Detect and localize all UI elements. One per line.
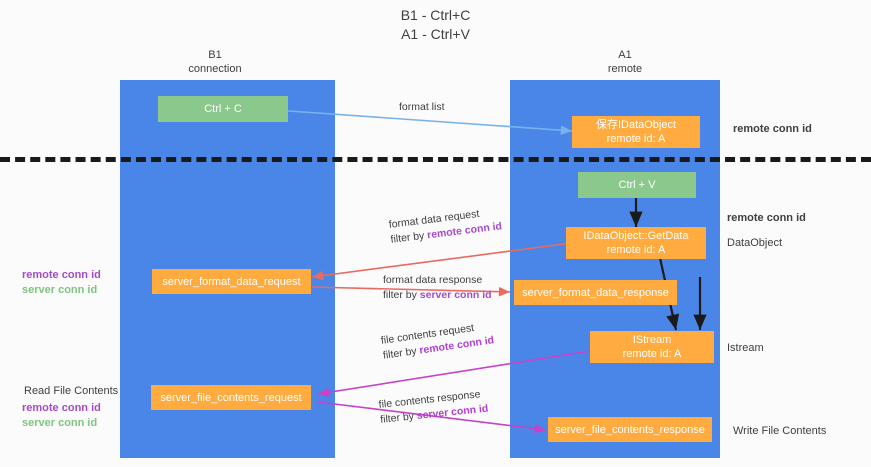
edge-label-format-data-response: format data response filter by server co… bbox=[383, 274, 492, 301]
node-istream-label: IStream bbox=[632, 334, 672, 346]
edge-label-format-data-request: format data request filter by remote con… bbox=[388, 207, 503, 246]
side-label-conn-ids-lower: remote conn id server conn id bbox=[22, 401, 101, 431]
side-label-remote-conn-id-top: remote conn id bbox=[733, 123, 812, 135]
side-label-dataobject: DataObject bbox=[727, 237, 783, 249]
side-label-write-file-contents: Write File Contents bbox=[733, 425, 827, 437]
node-ctrl-v[interactable]: Ctrl + V bbox=[578, 172, 696, 198]
node-save-idataobject-sublabel: remote id: A bbox=[606, 133, 666, 145]
node-server-file-contents-request-label: server_file_contents_request bbox=[160, 391, 302, 404]
node-idataobject-getdata-sublabel: remote id: A bbox=[606, 244, 666, 256]
node-server-format-data-response[interactable]: server_format_data_response bbox=[514, 280, 677, 305]
node-istream[interactable]: IStream remote id: A bbox=[590, 331, 714, 363]
phase-divider bbox=[0, 157, 871, 162]
node-server-format-data-request-label: server_format_data_request bbox=[162, 275, 301, 288]
edge-label-file-contents-response: file contents response filter by server … bbox=[378, 388, 489, 426]
side-label-server-conn-id-left: server conn id bbox=[22, 284, 98, 296]
side-label-server-conn-id-left-2: server conn id bbox=[22, 417, 98, 429]
side-label-remote-conn-id-left-2: remote conn id bbox=[22, 402, 101, 414]
node-ctrl-c-label: Ctrl + C bbox=[204, 103, 242, 115]
column-header-a1: A1 remote bbox=[607, 49, 643, 75]
node-save-idataobject[interactable]: 保存IDataObject remote id: A bbox=[572, 116, 700, 148]
node-server-file-contents-request[interactable]: server_file_contents_request bbox=[151, 385, 311, 410]
side-label-istream: Istream bbox=[727, 342, 764, 354]
side-label-conn-ids-upper: remote conn id server conn id bbox=[22, 268, 101, 298]
edge-label-file-contents-request: file contents request filter by remote c… bbox=[380, 321, 495, 362]
edge-label-format-list: format list bbox=[399, 101, 445, 113]
highlight-server-conn-id: server conn id bbox=[419, 289, 492, 301]
column-header-b1: B1 connection bbox=[188, 49, 242, 75]
node-server-format-data-response-label: server_format_data_response bbox=[522, 286, 669, 299]
side-label-remote-conn-id-mid: remote conn id bbox=[727, 212, 806, 224]
node-ctrl-v-label: Ctrl + V bbox=[618, 179, 656, 191]
page-title: B1 - Ctrl+C A1 - Ctrl+V bbox=[400, 7, 471, 42]
side-label-remote-conn-id-left: remote conn id bbox=[22, 269, 101, 281]
node-server-file-contents-response[interactable]: server_file_contents_response bbox=[548, 417, 712, 442]
node-idataobject-getdata[interactable]: IDataObject::GetData remote id: A bbox=[566, 227, 706, 259]
node-server-file-contents-response-label: server_file_contents_response bbox=[555, 423, 705, 436]
node-ctrl-c[interactable]: Ctrl + C bbox=[158, 96, 288, 122]
node-save-idataobject-label: 保存IDataObject bbox=[595, 119, 677, 131]
node-idataobject-getdata-label: IDataObject::GetData bbox=[583, 230, 689, 242]
side-label-read-file-contents: Read File Contents bbox=[24, 385, 119, 397]
node-server-format-data-request[interactable]: server_format_data_request bbox=[152, 269, 311, 294]
node-istream-sublabel: remote id: A bbox=[622, 348, 682, 360]
